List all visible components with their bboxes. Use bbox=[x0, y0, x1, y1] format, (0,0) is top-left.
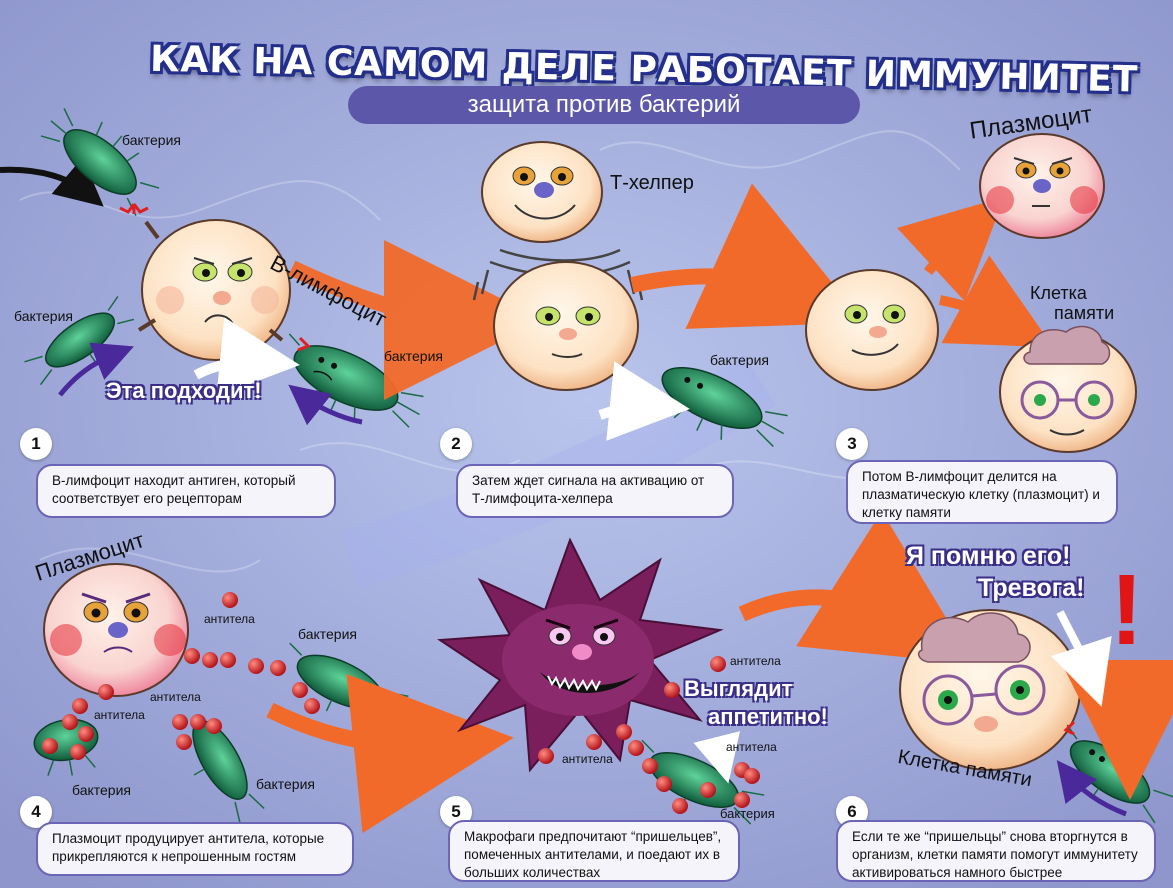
antibodies-label: антитела bbox=[150, 690, 201, 704]
t-helper-label: Т-хелпер bbox=[610, 172, 694, 194]
activated-b-lymphocyte-icon bbox=[493, 261, 639, 391]
panel-6-artwork bbox=[899, 609, 1173, 824]
orange-arrow-2-to-3 bbox=[630, 183, 865, 329]
antibody-cluster bbox=[42, 592, 320, 760]
memory-cell-icon bbox=[999, 325, 1137, 453]
step-number: 3 bbox=[836, 428, 868, 460]
antibody-cluster bbox=[538, 656, 760, 814]
purple-arrow bbox=[58, 342, 134, 397]
bacteria-label: бактерия bbox=[72, 782, 131, 798]
antibodies-label: антитела bbox=[94, 708, 145, 722]
orange-arrow-to-plasmocyte bbox=[896, 196, 1005, 302]
memory-cell-label-line1: Клетка bbox=[1030, 283, 1087, 303]
white-arrow bbox=[598, 361, 690, 441]
bacteria-label: бактерия bbox=[14, 308, 73, 324]
purple-arrow bbox=[288, 384, 363, 426]
bacteria-icon bbox=[40, 108, 160, 216]
panel-2-artwork bbox=[472, 141, 865, 447]
vibration-lines bbox=[472, 269, 644, 301]
orange-arrow-4-to-5 bbox=[266, 673, 514, 834]
shout-tasty-line2: аппетитно! bbox=[708, 704, 828, 729]
step-caption: Макрофаги предпочитают “пришельцев”, пом… bbox=[448, 820, 740, 882]
shout-tasty-line1: Выглядит bbox=[684, 676, 793, 701]
antibodies-label: антитела bbox=[726, 740, 777, 754]
memory-cell-recognizing-icon bbox=[899, 609, 1081, 771]
bacteria-label: бактерия bbox=[384, 348, 443, 364]
step-caption: Плазмоцит продуцирует антитела, которые … bbox=[36, 822, 354, 876]
shout-remember-line2: Тревога! bbox=[978, 574, 1085, 602]
antibodies-label: антитела bbox=[562, 752, 613, 766]
white-arrow bbox=[693, 731, 740, 784]
bacteria-label: бактерия bbox=[122, 132, 181, 148]
dividing-b-lymphocyte-icon bbox=[805, 269, 939, 391]
orange-arrow-5-to-6 bbox=[738, 511, 975, 665]
step-caption: В-лимфоцит находит антиген, который соот… bbox=[36, 464, 336, 518]
panel-5-artwork bbox=[437, 511, 975, 825]
b-lymphocyte-cell-icon bbox=[141, 219, 291, 361]
antigen-receptor-icon bbox=[297, 336, 311, 352]
step-number: 1 bbox=[20, 428, 52, 460]
orange-arrow-to-memory-cell bbox=[939, 255, 1054, 348]
memory-cell-label-line2: памяти bbox=[1054, 303, 1115, 323]
bacteria-label: бактерия bbox=[298, 626, 357, 642]
t-helper-cell-icon bbox=[481, 141, 603, 243]
antigen-receptor-icon bbox=[119, 203, 149, 214]
alert-exclamation: ! bbox=[1110, 554, 1144, 666]
antibodies-label: антитела bbox=[204, 612, 255, 626]
macrophage-icon bbox=[437, 537, 724, 773]
antibodies-label: антитела bbox=[730, 654, 781, 668]
step-number: 2 bbox=[440, 428, 472, 460]
bacteria-label: бактерия bbox=[256, 776, 315, 792]
step-caption: Потом В-лимфоцит делится на плазматическ… bbox=[846, 460, 1118, 524]
bacteria-icon bbox=[24, 295, 135, 386]
step-caption: Затем ждет сигнала на активацию от Т-лим… bbox=[456, 464, 734, 518]
white-arrow bbox=[193, 317, 300, 397]
incoming-arrow bbox=[0, 157, 104, 207]
panel-1-artwork bbox=[0, 108, 544, 428]
shout-remember-line1: Я помню его! bbox=[906, 542, 1071, 570]
panel-4-artwork bbox=[33, 563, 514, 834]
purple-arrow bbox=[1056, 760, 1127, 817]
bacteria-label: бактерия bbox=[710, 352, 769, 368]
panel-3-artwork bbox=[805, 133, 1137, 453]
plasmocyte-producing-antibodies-icon bbox=[43, 563, 189, 697]
shout-fits: Эта подходит! bbox=[106, 378, 262, 403]
white-arrow bbox=[1050, 610, 1112, 707]
orange-arrow-1-to-2 bbox=[288, 239, 544, 400]
page-subtitle: защита против бактерий bbox=[348, 86, 860, 124]
plasmocyte-cell-icon bbox=[979, 133, 1105, 239]
step-caption: Если те же “пришельцы” снова вторгнутся … bbox=[836, 820, 1156, 882]
bacteria-label: бактерия bbox=[720, 806, 775, 821]
